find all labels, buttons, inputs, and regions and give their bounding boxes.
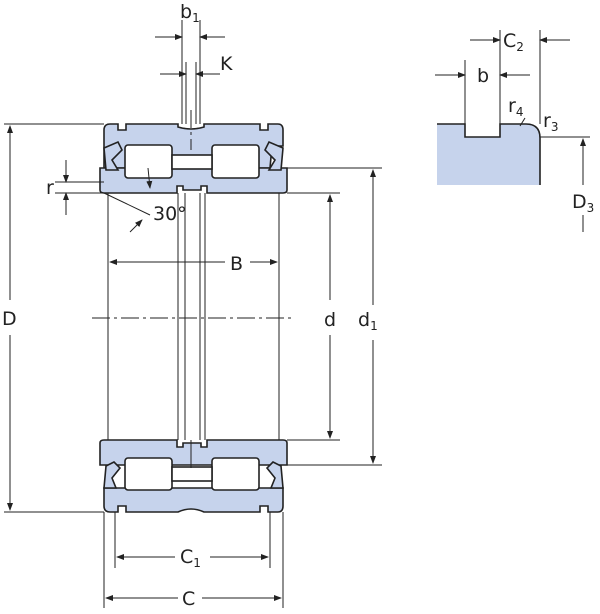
label-r3: r3 [543, 110, 558, 134]
groove-detail [437, 124, 540, 185]
seal [103, 140, 123, 171]
outer-ring-bottom [103, 487, 284, 513]
seal [103, 461, 122, 489]
label-B: B [230, 253, 243, 275]
roller [211, 457, 260, 491]
label-r4: r4 [508, 95, 523, 119]
cage-bar [171, 466, 213, 482]
label-k: K [220, 53, 233, 75]
label-d3: D3 [572, 191, 594, 215]
label-r: r [46, 177, 54, 199]
label-b: b [477, 65, 489, 87]
label-d1: d1 [358, 309, 378, 333]
label-c: C [182, 588, 195, 610]
label-angle: 30° [153, 203, 187, 225]
seal [264, 140, 284, 171]
label-c2: C2 [503, 30, 524, 54]
roller [211, 144, 260, 179]
label-d: d [324, 309, 336, 331]
seal [265, 461, 284, 489]
label-D: D [2, 308, 17, 330]
label-c1: C1 [180, 546, 201, 570]
cage-bar [171, 154, 213, 170]
roller [124, 457, 173, 491]
label-b1: b1 [180, 1, 200, 25]
